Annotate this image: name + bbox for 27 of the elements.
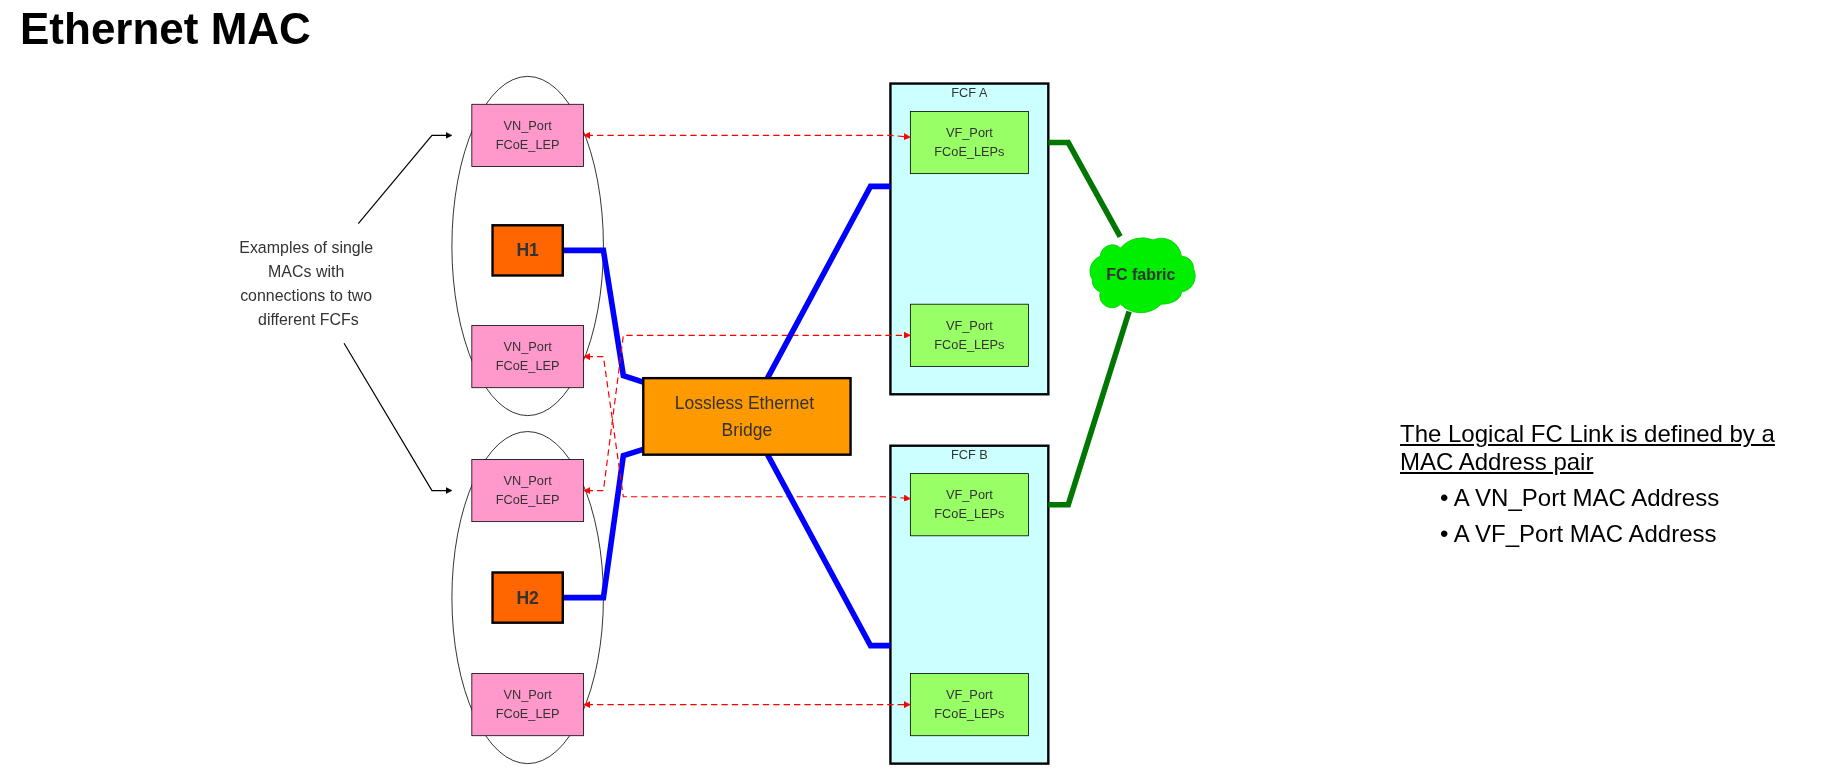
node-box: VN_Port FCoE_LEP xyxy=(471,459,584,523)
bullet-note: • A VF_Port MAC Address xyxy=(1439,520,1718,548)
title: Ethernet MAC xyxy=(20,4,311,54)
bullet-note: • A VN_Port MAC Address xyxy=(1439,484,1721,512)
node-box: VF_Port FCoE_LEPs xyxy=(909,111,1029,175)
arrow xyxy=(583,701,911,709)
node-box: H1 xyxy=(491,224,564,277)
node-box: VF_Port FCoE_LEPs xyxy=(909,673,1029,737)
connector xyxy=(1048,139,1123,239)
arrow xyxy=(343,342,453,495)
connector xyxy=(562,446,645,601)
cluster xyxy=(451,431,604,764)
arrow xyxy=(583,353,911,502)
note-heading: The Logical FC Link is defined by a MAC Address pair xyxy=(1400,420,1776,476)
node-text: Examples of single MACs with connections to two different FCFs xyxy=(239,238,374,329)
node-box: VN_Port FCoE_LEP xyxy=(471,325,584,389)
node-box: VF_Port FCoE_LEPs xyxy=(909,303,1029,367)
node-box: H2 xyxy=(491,571,564,624)
cluster xyxy=(451,75,604,416)
node-box: VF_Port FCoE_LEPs xyxy=(909,473,1029,537)
node-box: Lossless Ethernet Bridge xyxy=(642,376,852,456)
node-box: VN_Port FCoE_LEP xyxy=(471,673,584,737)
connector xyxy=(1048,310,1132,508)
node-box: VN_Port FCoE_LEP xyxy=(471,103,584,167)
arrow xyxy=(357,131,453,225)
arrow xyxy=(583,131,911,141)
arrow xyxy=(583,331,911,495)
